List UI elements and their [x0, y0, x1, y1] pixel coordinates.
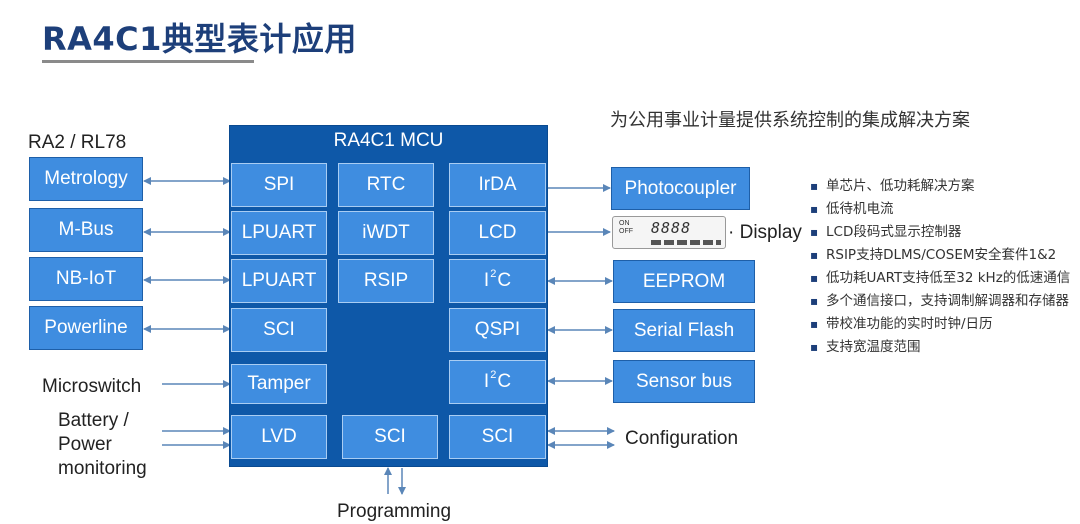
box-sensor-bus: Sensor bus — [613, 360, 755, 403]
title-underline — [42, 60, 254, 63]
left-group-label: RA2 / RL78 — [28, 132, 127, 153]
block-spi: SPI — [231, 163, 327, 207]
box-metrology: Metrology — [29, 157, 143, 201]
block-sci-1: SCI — [231, 308, 327, 352]
feature-item: 单芯片、低功耗解决方案 — [810, 176, 1072, 197]
feature-item: RSIP支持DLMS/COSEM安全套件1&2 — [810, 245, 1072, 266]
feature-item: LCD段码式显示控制器 — [810, 222, 1072, 243]
i2c-2-letter: I — [483, 371, 490, 392]
block-irda: IrDA — [449, 163, 546, 207]
block-lvd: LVD — [231, 415, 327, 459]
lcd-display-icon: ON OFF 8888 — [612, 216, 726, 249]
block-lpuart-1: LPUART — [231, 211, 327, 255]
label-display: · Display — [728, 222, 802, 243]
feature-item: 多个通信接口，支持调制解调器和存储器 — [810, 291, 1072, 312]
block-sci-2: SCI — [342, 415, 438, 459]
page-title: RA4C1典型表计应用 — [42, 20, 357, 58]
i2c-2-letter-c: C — [497, 371, 512, 392]
block-lpuart-2: LPUART — [231, 259, 327, 303]
feature-item: 支持宽温度范围 — [810, 337, 1072, 358]
label-configuration: Configuration — [625, 428, 739, 449]
block-iwdt: iWDT — [338, 211, 434, 255]
i2c-1-superscript: 2 — [490, 268, 497, 280]
display-onoff-text: ON OFF — [619, 220, 633, 235]
box-nb-iot: NB-IoT — [29, 257, 143, 301]
box-photocoupler: Photocoupler — [611, 167, 750, 210]
subtitle: 为公用事业计量提供系统控制的集成解决方案 — [610, 110, 970, 131]
box-serial-flash: Serial Flash — [613, 309, 755, 352]
feature-item: 带校准功能的实时时钟/日历 — [810, 314, 1072, 335]
feature-item: 低功耗UART支持低至32 kHz的低速通信 — [810, 268, 1072, 289]
i2c-2-superscript: 2 — [490, 369, 497, 381]
i2c-1-letter-c: C — [497, 270, 512, 291]
block-tamper: Tamper — [231, 364, 327, 404]
box-powerline: Powerline — [29, 306, 143, 350]
display-keys — [651, 240, 721, 245]
feature-item: 低待机电流 — [810, 199, 1072, 220]
box-eeprom: EEPROM — [613, 260, 755, 303]
i2c-1-letter: I — [483, 270, 490, 291]
block-lcd: LCD — [449, 211, 546, 255]
block-rtc: RTC — [338, 163, 434, 207]
block-qspi: QSPI — [449, 308, 546, 352]
label-battery-power-monitoring: Battery / Power monitoring — [58, 410, 147, 479]
block-sci-3: SCI — [449, 415, 546, 459]
block-rsip: RSIP — [338, 259, 434, 303]
label-programming: Programming — [337, 501, 452, 522]
display-digits: 8888 — [651, 219, 692, 237]
display-label-text: Display — [739, 222, 802, 243]
label-microswitch: Microswitch — [42, 376, 142, 397]
mcu-title: RA4C1 MCU — [333, 130, 444, 151]
feature-list: 单芯片、低功耗解决方案 低待机电流 LCD段码式显示控制器 RSIP支持DLMS… — [810, 176, 1072, 360]
box-m-bus: M-Bus — [29, 208, 143, 252]
